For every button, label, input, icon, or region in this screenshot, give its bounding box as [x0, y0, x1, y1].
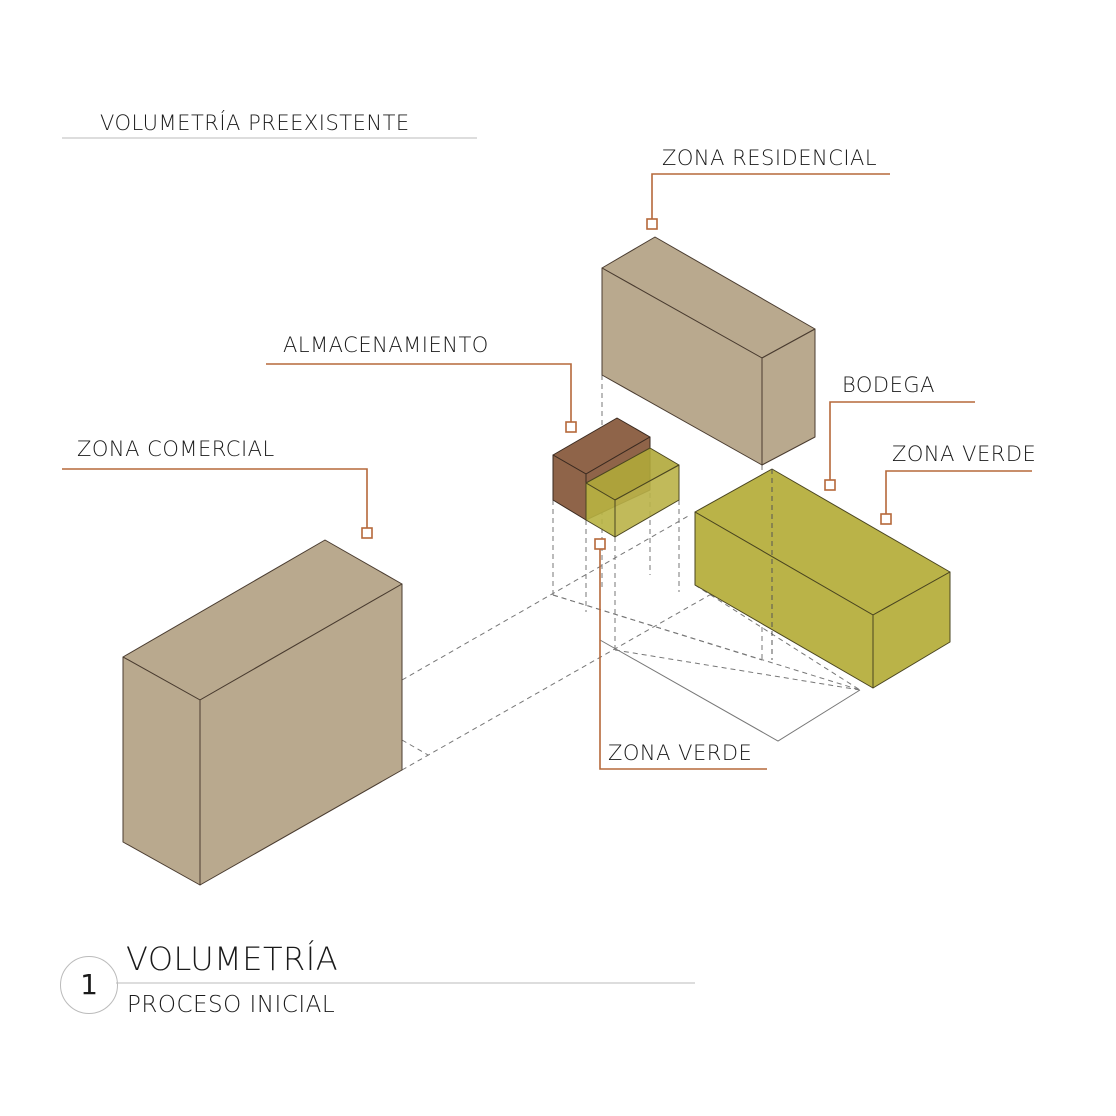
figure-number-badge: 1	[60, 956, 118, 1014]
preexisting-volumetry-heading: VOLUMETRÍA PREEXISTENTE	[100, 111, 410, 135]
zona-residencial-block	[601, 236, 816, 466]
label-bodega: BODEGA	[842, 373, 935, 397]
label-almacenamiento: ALMACENAMIENTO	[283, 333, 489, 357]
zona-verde-small-block	[585, 447, 680, 538]
label-zona-comercial: ZONA COMERCIAL	[77, 437, 275, 461]
bodega-block	[694, 468, 951, 689]
label-zona-verde-bottom: ZONA VERDE	[608, 741, 753, 765]
leader-lines	[62, 173, 1032, 770]
figure-subtitle: PROCESO INICIAL	[127, 992, 336, 1018]
zona-comercial-block	[122, 539, 403, 886]
label-zona-verde-right: ZONA VERDE	[892, 442, 1037, 466]
projection-lines	[401, 375, 861, 771]
figure-title: VOLUMETRÍA	[126, 940, 339, 978]
label-zona-residencial: ZONA RESIDENCIAL	[662, 146, 878, 170]
